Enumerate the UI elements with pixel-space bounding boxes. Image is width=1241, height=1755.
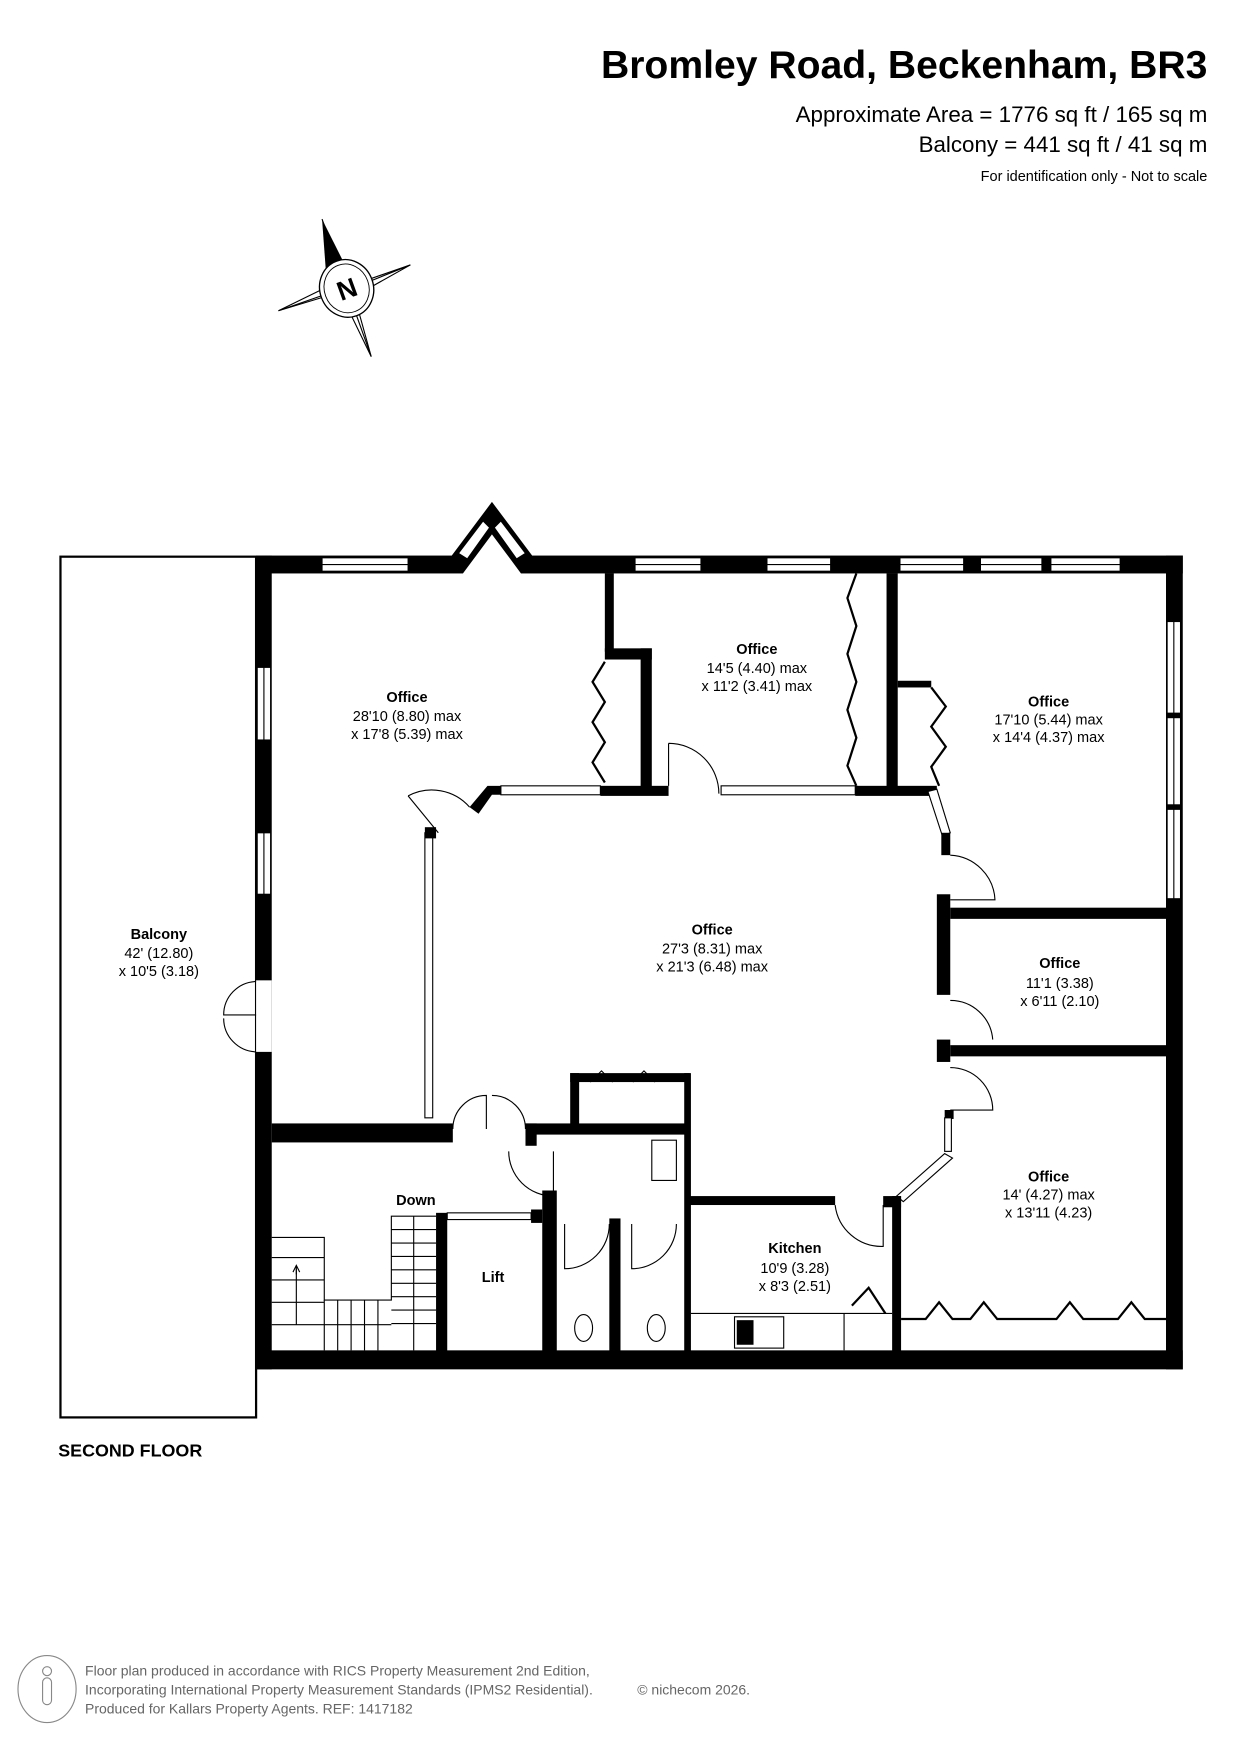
room-dimension: 14' (4.27) max (1002, 1187, 1095, 1203)
room-name: Office (736, 642, 777, 658)
room-dimension: x 10'5 (3.18) (119, 964, 199, 980)
room-dimension: 28'10 (8.80) max (353, 709, 462, 725)
room-dimension: x 17'8 (5.39) max (351, 727, 463, 743)
room-dimension: 14'5 (4.40) max (707, 661, 808, 677)
stairs-down-label: Down (396, 1193, 436, 1209)
room-office-se: Office 14' (4.27) max x 13'11 (4.23) (1002, 1170, 1095, 1222)
room-dimension: x 6'11 (2.10) (1020, 994, 1099, 1010)
room-office-n: Office 14'5 (4.40) max x 11'2 (3.41) max (702, 642, 813, 695)
floor-label: SECOND FLOOR (58, 1441, 202, 1461)
room-lift: Lift (482, 1270, 505, 1286)
room-name: Office (1039, 956, 1080, 972)
room-dimension: 10'9 (3.28) (760, 1261, 829, 1277)
room-dimension: x 13'11 (4.23) (1005, 1205, 1092, 1221)
room-name: Office (1028, 1170, 1069, 1186)
north-compass-icon: N (278, 218, 411, 357)
balcony-area-text: Balcony = 441 sq ft / 41 sq m (919, 132, 1208, 157)
room-dimension: x 8'3 (2.51) (759, 1279, 831, 1295)
room-name: Office (692, 923, 733, 939)
room-dimension: x 14'4 (4.37) max (993, 730, 1105, 746)
footer-line-1: Floor plan produced in accordance with R… (85, 1663, 590, 1679)
room-dimension: 42' (12.80) (124, 946, 193, 962)
room-balcony: Balcony 42' (12.80) x 10'5 (3.18) (119, 927, 199, 980)
room-dimension: x 21'3 (6.48) max (656, 959, 768, 975)
room-office-e: Office 11'1 (3.38) x 6'11 (2.10) (1020, 956, 1099, 1010)
room-office-nw: Office 28'10 (8.80) max x 17'8 (5.39) ma… (351, 690, 463, 743)
disclaimer-text: For identification only - Not to scale (981, 169, 1208, 185)
room-dimension: 11'1 (3.38) (1026, 976, 1094, 992)
room-office-central: Office 27'3 (8.31) max x 21'3 (6.48) max (656, 923, 768, 976)
person-scale-icon (17, 1654, 77, 1724)
room-dimension: 27'3 (8.31) max (662, 942, 763, 958)
room-dimension: 17'10 (5.44) max (994, 712, 1103, 728)
walls (223, 501, 1183, 1370)
room-name: Office (386, 690, 427, 706)
room-name: Office (1028, 694, 1069, 710)
room-name: Kitchen (768, 1241, 821, 1257)
footer-line-2: Incorporating International Property Mea… (85, 1682, 593, 1698)
room-name: Balcony (131, 927, 187, 943)
plan-title: Bromley Road, Beckenham, BR3 (601, 44, 1207, 87)
room-dimension: x 11'2 (3.41) max (702, 679, 813, 695)
footer-copyright: © nichecom 2026. (637, 1682, 750, 1698)
area-text: Approximate Area = 1776 sq ft / 165 sq m (796, 102, 1208, 127)
balcony-area (59, 555, 258, 1419)
footer-line-3: Produced for Kallars Property Agents. RE… (85, 1701, 413, 1717)
room-office-ne: Office 17'10 (5.44) max x 14'4 (4.37) ma… (993, 694, 1105, 746)
room-kitchen: Kitchen 10'9 (3.28) x 8'3 (2.51) (759, 1241, 831, 1295)
